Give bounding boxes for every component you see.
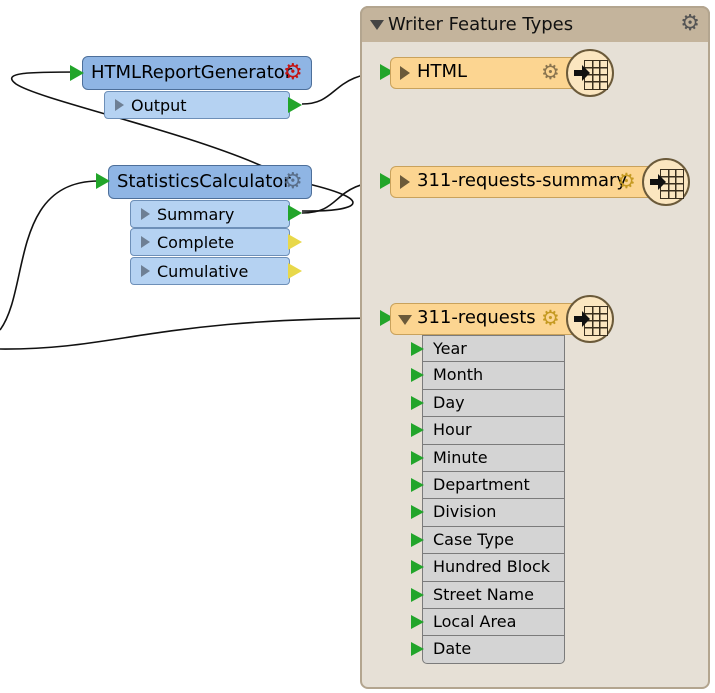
port-label: Cumulative <box>157 262 249 281</box>
gear-icon[interactable]: ⚙ <box>283 60 303 85</box>
port-label: Summary <box>157 205 235 224</box>
writer-label: HTML <box>417 61 468 82</box>
attribute-row[interactable]: Minute <box>411 444 565 472</box>
attribute-row[interactable]: Division <box>411 499 565 527</box>
gear-icon[interactable]: ⚙ <box>617 169 636 193</box>
expand-triangle-icon[interactable] <box>141 236 150 248</box>
attribute-label: Case Type <box>433 529 514 549</box>
wire-left-to-stats <box>0 180 101 331</box>
complete-port[interactable]: Complete <box>130 228 290 256</box>
transformer-label: StatisticsCalculator <box>117 171 291 192</box>
requests-writer[interactable]: 311-requests ⚙ <box>390 303 590 335</box>
attribute-label: Year <box>433 339 467 358</box>
attribute-port-arrow-icon[interactable] <box>411 368 424 383</box>
html-report-generator-transformer[interactable]: HTMLReportGenerator ⚙ <box>82 56 312 90</box>
attribute-port-arrow-icon[interactable] <box>411 477 424 492</box>
expand-triangle-icon[interactable] <box>115 99 124 111</box>
expand-triangle-icon[interactable] <box>141 208 150 220</box>
input-port-arrow-icon[interactable] <box>70 65 84 81</box>
writer-label: 311-requests-summary <box>417 170 628 191</box>
summary-writer[interactable]: 311-requests-summary ⚙ <box>390 166 665 198</box>
expand-triangle-icon[interactable] <box>400 66 410 80</box>
attribute-row[interactable]: Month <box>411 362 565 390</box>
expand-triangle-icon[interactable] <box>400 175 410 189</box>
table-writer-icon[interactable] <box>566 49 614 97</box>
output-port-arrow-icon[interactable] <box>288 97 302 113</box>
transformer-label: HTMLReportGenerator <box>91 62 293 83</box>
wire-left-to-requests <box>0 317 393 350</box>
gear-icon[interactable]: ⚙ <box>283 169 303 194</box>
statistics-calculator-transformer[interactable]: StatisticsCalculator ⚙ <box>108 165 312 199</box>
attribute-port-arrow-icon[interactable] <box>411 505 424 520</box>
attribute-row[interactable]: Year <box>411 335 565 363</box>
gear-icon[interactable]: ⚙ <box>541 306 560 330</box>
attribute-label: Minute <box>433 447 488 467</box>
collapse-triangle-icon[interactable] <box>370 20 384 30</box>
attribute-label: Hundred Block <box>433 557 551 577</box>
unconnected-port-arrow-icon[interactable] <box>288 263 302 279</box>
gear-icon[interactable]: ⚙ <box>680 11 700 36</box>
port-label: Output <box>131 96 187 115</box>
attribute-row[interactable]: Hundred Block <box>411 554 565 582</box>
attribute-port-arrow-icon[interactable] <box>411 614 424 629</box>
output-port[interactable]: Output <box>104 91 290 119</box>
attribute-label: Day <box>433 392 465 412</box>
attribute-list: Year Month Day Hour Minute Department Di… <box>411 335 565 664</box>
port-label: Complete <box>157 233 235 252</box>
cumulative-port[interactable]: Cumulative <box>130 257 290 285</box>
writer-panel-header[interactable]: Writer Feature Types ⚙ <box>360 6 710 42</box>
attribute-label: Date <box>433 639 472 659</box>
attribute-port-arrow-icon[interactable] <box>411 560 424 575</box>
input-port-arrow-icon[interactable] <box>96 173 110 189</box>
attribute-port-arrow-icon[interactable] <box>411 450 424 465</box>
attribute-port-arrow-icon[interactable] <box>411 423 424 438</box>
output-port-arrow-icon[interactable] <box>288 205 302 221</box>
attribute-port-arrow-icon[interactable] <box>411 587 424 602</box>
attribute-row[interactable]: Hour <box>411 417 565 445</box>
writer-panel-title: Writer Feature Types <box>388 14 574 35</box>
attribute-row[interactable]: Day <box>411 389 565 418</box>
table-writer-icon[interactable] <box>566 295 614 343</box>
attribute-row[interactable]: Department <box>411 471 565 500</box>
table-writer-icon[interactable] <box>642 158 690 206</box>
unconnected-port-arrow-icon[interactable] <box>288 234 302 250</box>
summary-port[interactable]: Summary <box>130 200 290 228</box>
expand-triangle-icon[interactable] <box>141 265 150 277</box>
attribute-row[interactable]: Date <box>411 636 565 664</box>
attribute-label: Month <box>433 365 484 385</box>
attribute-row[interactable]: Case Type <box>411 526 565 555</box>
attribute-label: Department <box>433 474 530 494</box>
attribute-port-arrow-icon[interactable] <box>411 532 424 547</box>
attribute-port-arrow-icon[interactable] <box>411 342 424 356</box>
attribute-label: Local Area <box>433 611 517 631</box>
html-writer[interactable]: HTML ⚙ <box>390 57 590 89</box>
attribute-port-arrow-icon[interactable] <box>411 395 424 410</box>
attribute-label: Hour <box>433 420 472 440</box>
writer-label: 311-requests <box>417 307 536 328</box>
gear-icon[interactable]: ⚙ <box>541 60 560 84</box>
attribute-row[interactable]: Local Area <box>411 608 565 637</box>
attribute-port-arrow-icon[interactable] <box>411 642 424 657</box>
attribute-row[interactable]: Street Name <box>411 581 565 609</box>
attribute-label: Street Name <box>433 584 534 604</box>
collapse-triangle-icon[interactable] <box>398 315 412 325</box>
attribute-label: Division <box>433 502 497 522</box>
